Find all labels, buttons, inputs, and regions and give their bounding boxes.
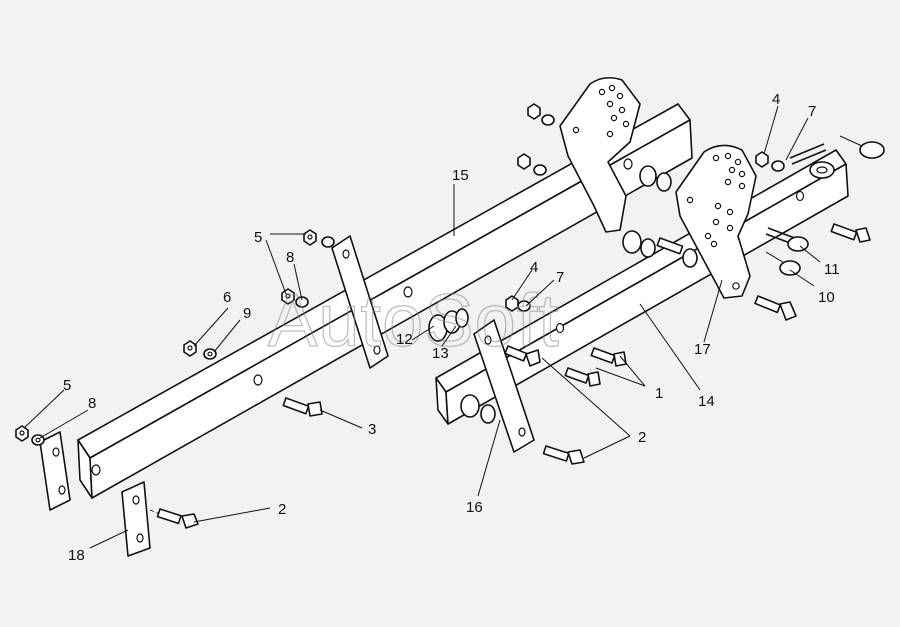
callout-14: 14 [698,393,715,410]
nut-5-left [15,425,29,442]
bracket-plate-rear [559,76,641,233]
callout-18: 18 [68,547,85,564]
callout-5b: 5 [63,377,71,394]
callout-9: 9 [243,305,251,322]
plate-18-upper [39,431,71,511]
callout-labels: 1 2 2 3 4 4 5 5 6 7 7 8 8 9 10 11 12 13 … [63,91,840,564]
callout-13: 13 [432,345,449,362]
bolts-near-plate [656,237,698,268]
callout-1: 1 [655,385,663,402]
nut-5-upper [303,229,335,248]
spacer-bushings [428,165,672,424]
bolt-2-lower-left [149,508,199,529]
nut-pair-top [517,103,555,176]
pin-11 [765,227,809,252]
callout-7a: 7 [556,269,564,286]
bolt-right-upper [830,223,871,243]
callout-10: 10 [818,289,835,306]
callout-3: 3 [368,421,376,438]
callout-11: 11 [824,261,840,278]
ring-10 [765,251,801,276]
bracket-plate-17 [675,144,757,299]
plate-16 [473,319,535,453]
beam-15 [77,103,693,499]
callout-8b: 8 [88,395,96,412]
callout-16: 16 [466,499,483,516]
ring-top [839,135,885,159]
callout-4b: 4 [772,91,780,108]
bolt-2-bottom [542,445,585,465]
washer-9 [203,348,217,360]
callout-6: 6 [223,289,231,306]
bolt-right-lower [754,295,797,321]
nut-4-washer-7-mid [505,295,531,312]
callout-2a: 2 [638,429,646,446]
callout-4a: 4 [530,259,538,276]
callout-12: 12 [396,331,413,348]
nut-4-washer-7-right [755,151,785,172]
callout-17: 17 [694,341,711,358]
callout-8a: 8 [286,249,294,266]
callout-5a: 5 [254,229,262,246]
plate-16-left [331,235,389,369]
bolts-1 [564,347,627,387]
leader-lines [23,105,821,549]
bolt-3 [282,397,323,417]
callout-7b: 7 [808,103,816,120]
callout-2b: 2 [278,501,286,518]
nut-6 [183,340,197,357]
watermark-text: AutoSoft [268,279,560,362]
nut-5-mid [281,288,309,308]
plate-18-lower [121,481,151,557]
bolt-2-mid [504,345,541,367]
pin-7-top [789,143,835,179]
callout-15: 15 [452,167,469,184]
